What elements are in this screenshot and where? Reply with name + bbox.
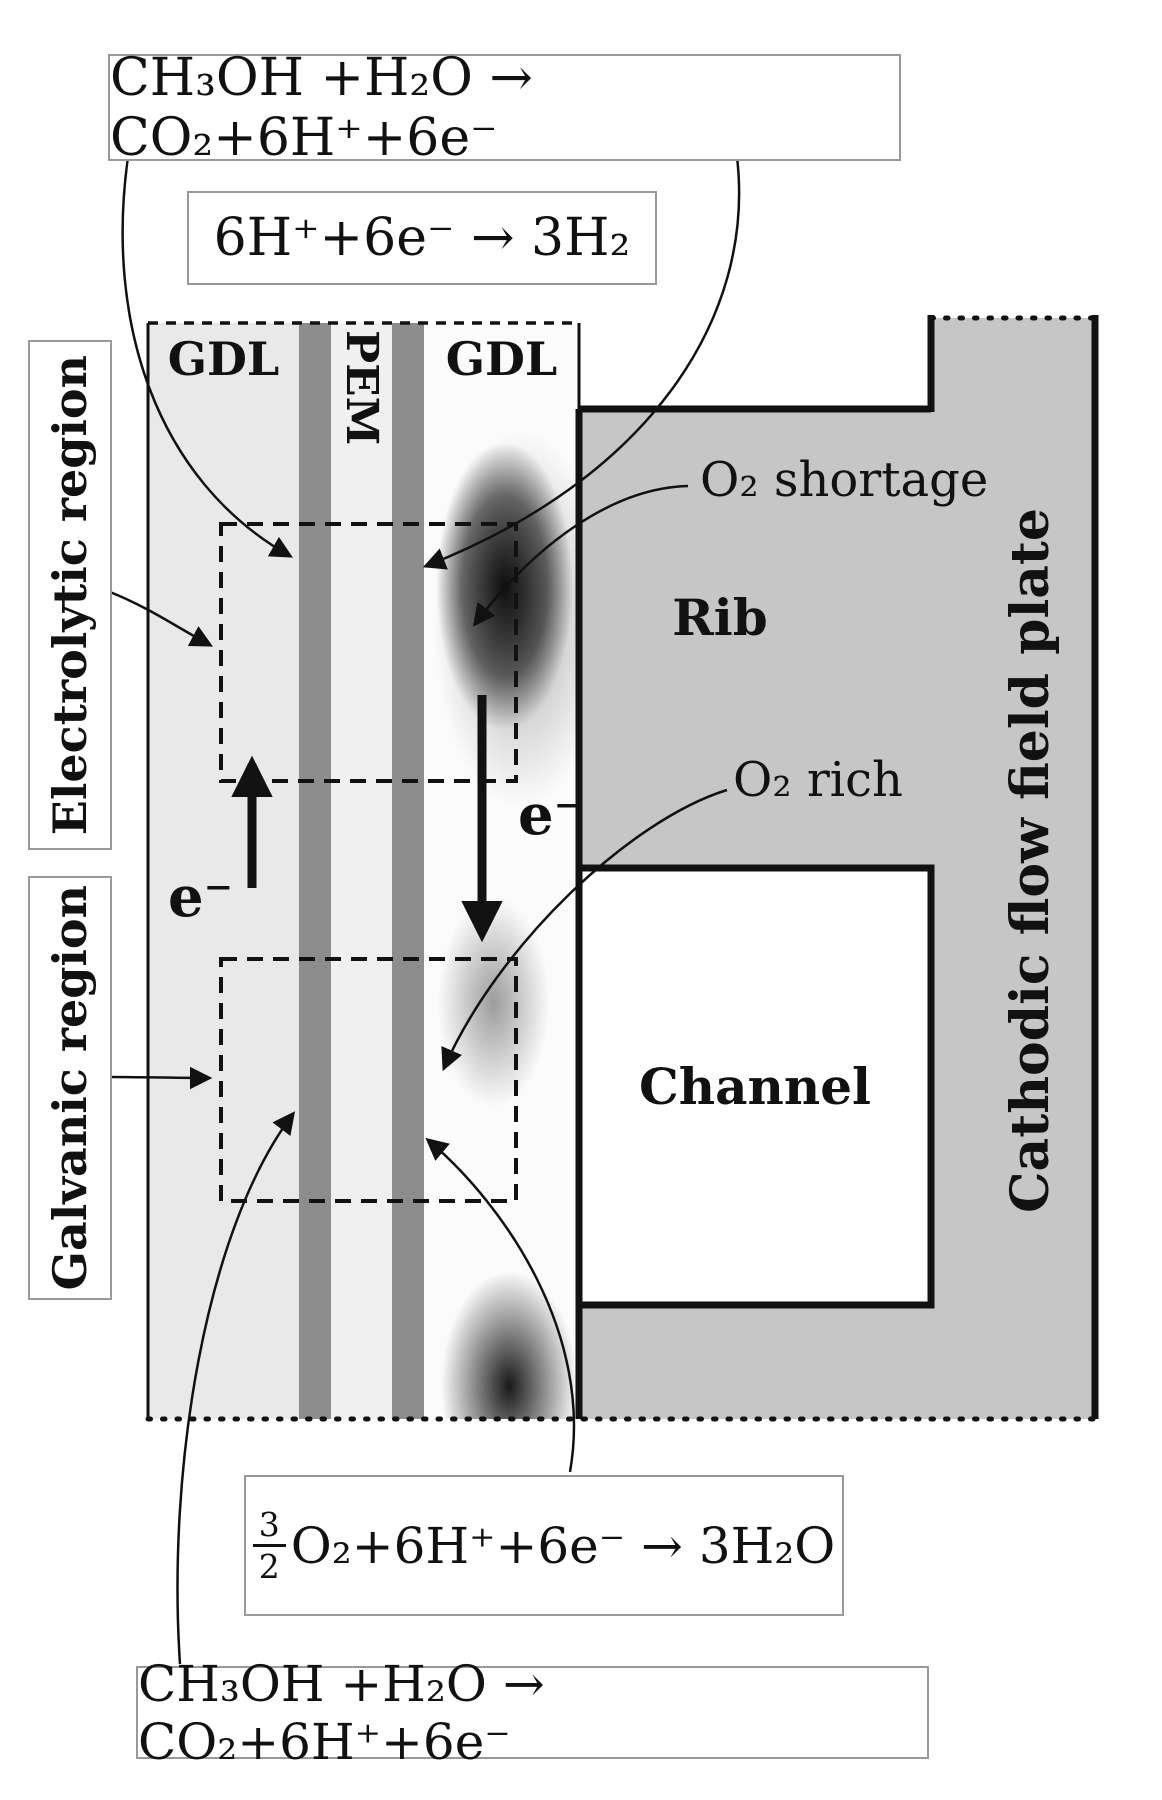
pem-layer — [331, 323, 392, 1419]
galvanic-region-label: Galvanic region — [43, 885, 97, 1291]
cathode-reaction-galvanic-text: O₂+6H⁺+6e⁻ → 3H₂O — [290, 1516, 836, 1575]
fraction: 3 2 — [252, 1508, 286, 1586]
channel-label: Channel — [638, 1057, 872, 1116]
galvanic-region-label-box: Galvanic region — [28, 876, 112, 1300]
anode-reaction-electrolytic-text: CH₃OH +H₂O → CO₂+6H⁺+6e⁻ — [110, 47, 533, 168]
electron-label-cathode: e⁻ — [518, 782, 584, 848]
pem-label-wrap: PEM — [331, 330, 392, 500]
o2-rich-label: O₂ rich — [733, 752, 903, 808]
anode-reaction-electrolytic-box: CH₃OH +H₂O → CO₂+6H⁺+6e⁻ — [108, 48, 901, 168]
anode-reaction-galvanic-text: CH₃OH +H₂O → CO₂+6H⁺+6e⁻ — [138, 1654, 545, 1771]
cathodic-plate-label: Cathodic flow field plate — [999, 507, 1061, 1213]
electrolytic-region-label-box: Electrolytic region — [28, 340, 112, 850]
cathode-reaction-electrolytic-text: 6H⁺+6e⁻ → 3H₂ — [213, 208, 631, 268]
cathode-reaction-galvanic-box: 3 2 O₂+6H⁺+6e⁻ → 3H₂O — [244, 1475, 844, 1616]
flow-field-plate-top — [931, 318, 1095, 409]
gdl-left-label: GDL — [167, 332, 280, 386]
gdl-right-layer — [424, 323, 579, 1419]
anode-catalyst-layer — [299, 323, 331, 1419]
cathode-reaction-electrolytic-box: 6H⁺+6e⁻ → 3H₂ — [187, 191, 657, 285]
o2-shortage-label: O₂ shortage — [700, 452, 989, 508]
gdl-right-label: GDL — [445, 332, 558, 386]
fraction-numerator: 3 — [252, 1508, 286, 1547]
rib-label: Rib — [672, 588, 768, 647]
pem-label: PEM — [336, 330, 387, 446]
anode-reaction-galvanic-box: CH₃OH +H₂O → CO₂+6H⁺+6e⁻ — [136, 1655, 929, 1771]
fraction-denominator: 2 — [258, 1547, 280, 1586]
cathodic-plate-label-wrap: Cathodic flow field plate — [985, 455, 1075, 1265]
electrolytic-region-label: Electrolytic region — [43, 354, 97, 836]
cathode-catalyst-layer — [392, 323, 424, 1419]
electron-label-anode: e⁻ — [168, 864, 234, 930]
